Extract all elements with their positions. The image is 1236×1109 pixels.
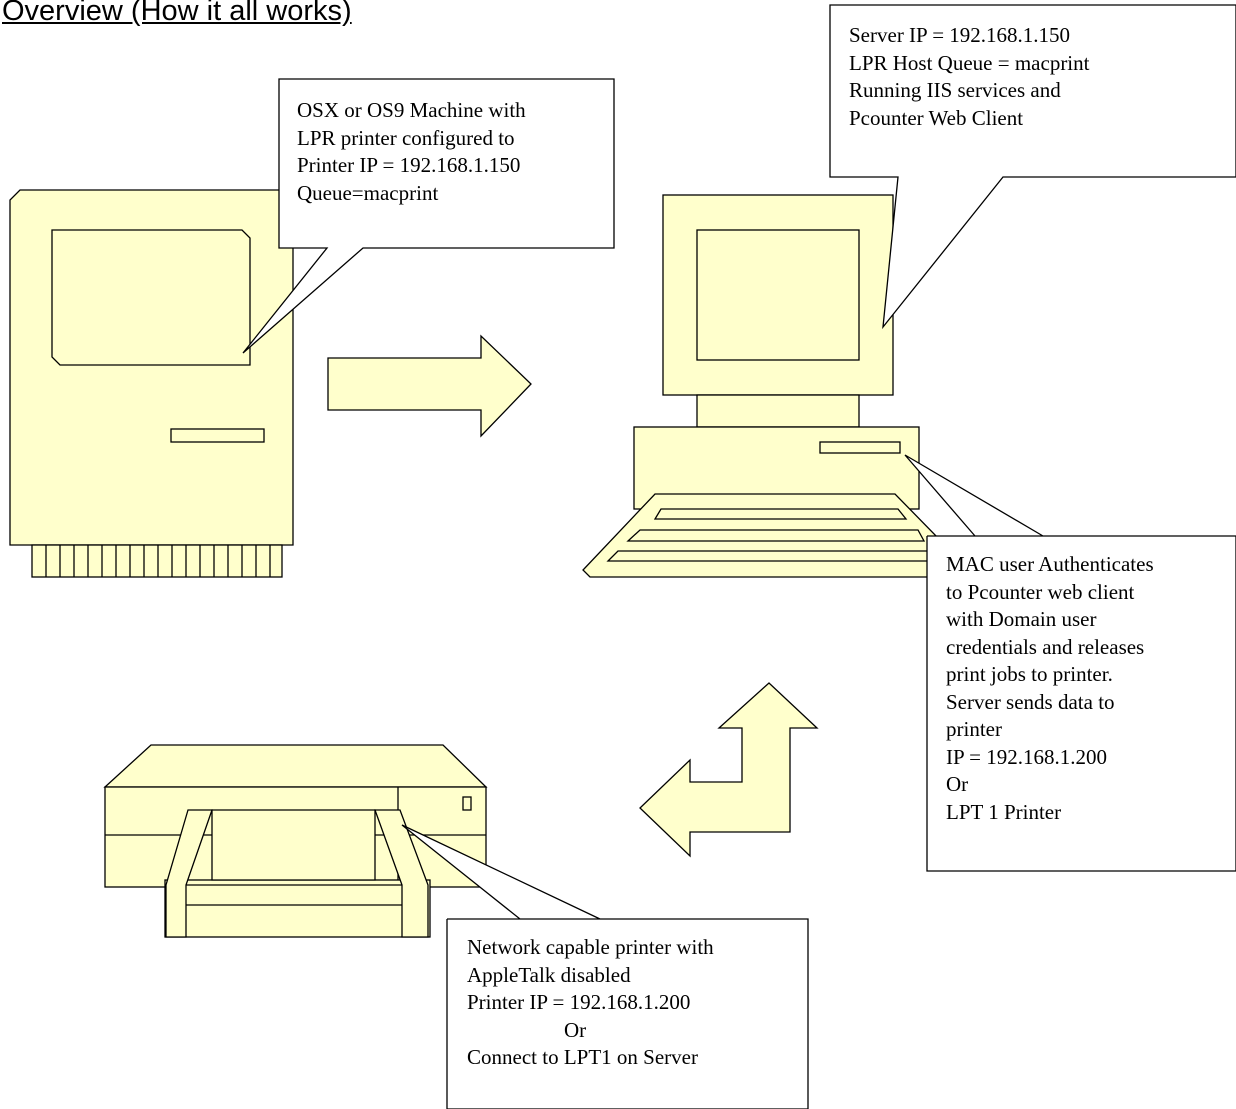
mac-computer-icon <box>9 189 294 578</box>
callout-line: Server IP = 192.168.1.150 <box>849 23 1071 47</box>
server-computer-icon <box>582 194 941 578</box>
callout-line: Server sends data to <box>946 689 1115 714</box>
callout-line: print jobs to printer. <box>946 662 1113 686</box>
callout-line: IP = 192.168.1.200 <box>946 744 1107 769</box>
callout-line: AppleTalk disabled <box>467 962 631 987</box>
callout-server-text: Server IP = 192.168.1.150 LPR Host Queue… <box>849 22 1089 132</box>
callout-line: MAC user Authenticates <box>946 552 1154 576</box>
callout-line: Or <box>564 1017 587 1042</box>
callout-printer-text: Network capable printer with AppleTalk d… <box>467 934 714 1072</box>
printer-icon <box>103 744 488 938</box>
callout-line: Network capable printer with <box>467 935 714 959</box>
callout-line: LPT 1 Printer <box>946 799 1062 824</box>
callout-line: Or <box>946 772 969 796</box>
callout-line: Connect to LPT1 on Server <box>467 1045 698 1069</box>
callout-line: Printer IP = 192.168.1.150 <box>297 153 521 177</box>
page-title: Overview (How it all works) <box>2 0 352 27</box>
callout-line: Printer IP = 192.168.1.200 <box>467 990 691 1014</box>
callout-line: with Domain user <box>946 607 1097 631</box>
callout-line: Pcounter Web Client <box>849 105 1024 130</box>
callout-line: LPR Host Queue = macprint <box>849 50 1090 75</box>
right-arrow-icon <box>327 334 532 438</box>
callout-auth-box <box>904 454 1236 872</box>
callout-mac-text: OSX or OS9 Machine with LPR printer conf… <box>297 97 526 207</box>
callout-auth-text: MAC user Authenticates to Pcounter web c… <box>946 551 1154 826</box>
callout-line: Queue=macprint <box>297 180 439 205</box>
callout-line: printer <box>946 717 1002 741</box>
callout-printer-box <box>401 824 809 1109</box>
callout-mac-box <box>242 78 615 354</box>
callout-server-box <box>829 4 1236 330</box>
callout-line: credentials and releases <box>946 634 1145 659</box>
callout-line: Running IIS services and <box>849 78 1061 102</box>
double-bent-arrow-icon <box>639 682 819 858</box>
callout-line: LPR printer configured to <box>297 125 515 150</box>
callout-line: OSX or OS9 Machine with <box>297 98 526 122</box>
callout-line: to Pcounter web client <box>946 579 1135 604</box>
